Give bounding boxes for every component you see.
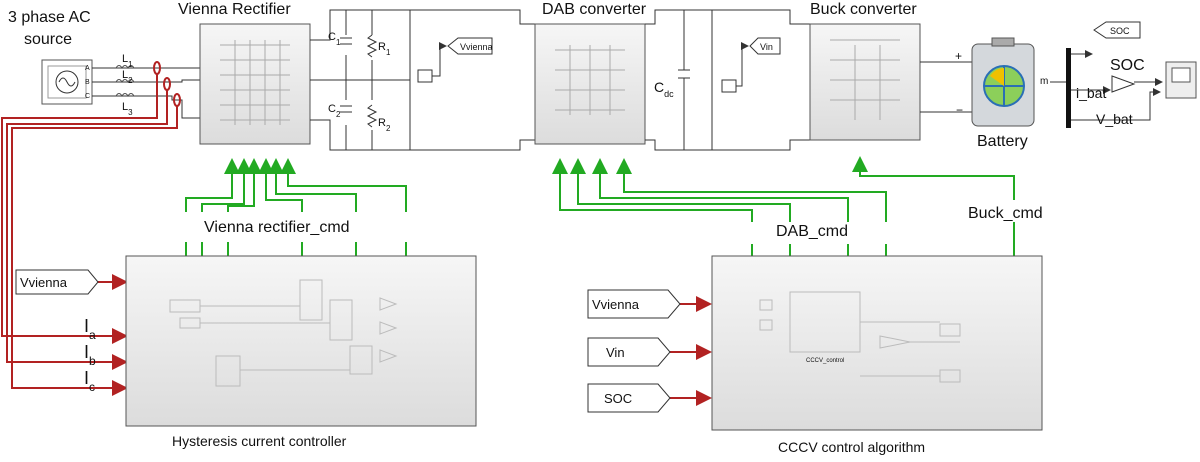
source-title-line2: source [24,31,72,48]
phase-a-label: A [85,65,90,72]
svg-text:SOC: SOC [1110,26,1130,36]
capacitor-c2[interactable] [340,105,352,113]
vienna-cmd-label: Vienna rectifier_cmd [204,219,350,236]
vienna-rectifier-block[interactable] [199,23,311,145]
l2-label: L2 [122,69,133,85]
svg-text:Vin: Vin [606,345,625,360]
cdc-label: Cdc [654,79,674,99]
svg-text:Vin: Vin [760,42,773,52]
phase-b-label: B [85,79,90,86]
soc-goto-tag[interactable]: SOC [1093,21,1141,39]
buck-converter-title: Buck converter [810,1,917,18]
buck-converter-block[interactable] [809,23,921,141]
battery-gain-block[interactable] [1111,75,1136,93]
battery-minus: − [956,103,963,117]
resistor-r2[interactable] [366,104,378,128]
bus-output-wires [1071,50,1163,121]
ib-label: Ib [84,342,96,368]
soc-from-tag[interactable]: SOC [587,383,671,413]
dc-link-wires [310,9,535,151]
soc-title: SOC [1110,57,1145,74]
vvienna-from-tag-hcc[interactable]: Vvienna [15,269,99,295]
ic-label: Ic [84,368,95,394]
vvienna-goto-tag[interactable]: Vvienna [447,37,493,55]
hysteresis-controller-block[interactable] [125,255,477,427]
dab-output-wires [645,9,810,151]
inductor-l2[interactable] [115,79,135,83]
source-title-line1: 3 phase AC [8,9,91,26]
l1-label: L1 [122,53,133,69]
battery-label: Battery [977,133,1028,150]
c1-label: C1 [328,31,341,47]
vin-goto-tag[interactable]: Vin [749,37,781,55]
buck-cmd-label: Buck_cmd [968,205,1043,222]
battery-icon[interactable] [971,37,1035,127]
r1-label: R1 [378,41,391,57]
svg-text:Vvienna: Vvienna [592,297,640,312]
l3-label: L3 [122,101,133,117]
inductor-l1[interactable] [115,65,135,69]
cccv-label: CCCV control algorithm [778,439,925,455]
i-bat-label: i_bat [1076,85,1106,101]
c2-label: C2 [328,103,341,119]
buck-cmd-wire [852,156,1015,256]
battery-plus: + [955,49,962,63]
hysteresis-label: Hysteresis current controller [172,433,347,449]
phase-wires [92,67,200,119]
inductor-l3[interactable] [115,93,135,97]
resistor-r1[interactable] [366,34,378,58]
capacitor-c1[interactable] [340,37,352,45]
svg-text:Vvienna: Vvienna [460,42,493,52]
cccv-input-wires [670,296,712,406]
dab-cmd-wires [552,158,887,256]
bus-m-label: m [1040,76,1048,87]
ac-source[interactable]: A B C [41,59,93,105]
svg-text:SOC: SOC [604,391,632,406]
bus-selector[interactable] [1066,48,1071,128]
vvienna-from-tag-cccv[interactable]: Vvienna [587,289,681,319]
r2-label: R2 [378,117,391,133]
dab-converter-block[interactable] [534,23,646,145]
cccv-controller-block[interactable]: CCCV_control [711,255,1043,431]
vin-voltage-sensor[interactable] [721,42,749,93]
buck-output-wires [920,61,972,113]
dab-cmd-label: DAB_cmd [776,223,848,240]
phase-c-label: C [85,93,90,100]
vienna-cmd-wires [185,158,407,256]
dab-converter-title: DAB converter [542,1,647,18]
vin-from-tag[interactable]: Vin [587,337,671,367]
scope-block[interactable] [1165,61,1197,99]
ia-label: Ia [84,316,96,342]
v-bat-label: V_bat [1096,111,1133,127]
svg-text:Vvienna: Vvienna [20,275,68,290]
cccv-inner-label: CCCV_control [806,358,844,364]
vienna-rectifier-title: Vienna Rectifier [178,1,291,18]
vvienna-voltage-sensor[interactable] [417,42,447,83]
capacitor-cdc[interactable] [678,69,690,79]
